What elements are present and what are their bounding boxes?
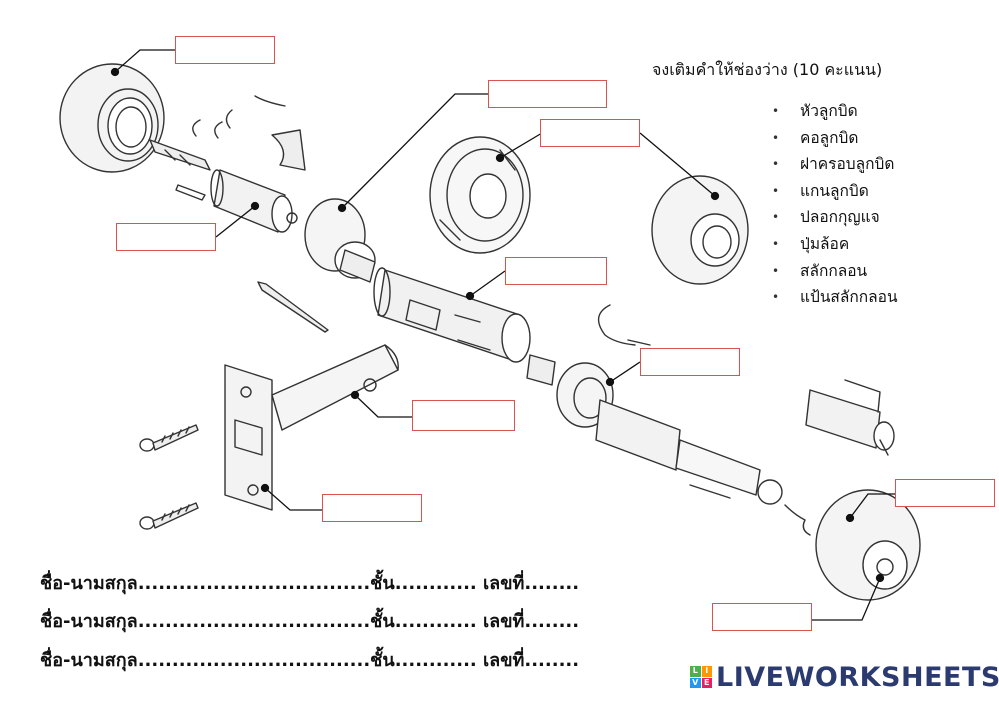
word-bank: • หัวลูกบิด • คอลูกบิด • ฝาครอบลูกบิด • แกนล…	[772, 98, 898, 311]
liveworksheets-logo-icon: L I V E	[690, 666, 712, 688]
screw-bottom-illustration	[139, 502, 199, 530]
word-bank-label: ปลอกกุญแจ	[800, 208, 880, 227]
answer-box-2[interactable]	[488, 80, 607, 108]
word-bank-label: แป้นสลักกลอน	[800, 288, 898, 307]
answer-input-3[interactable]	[541, 120, 639, 146]
word-bank-label: หัวลูกบิด	[800, 102, 858, 120]
answer-box-5[interactable]	[505, 257, 607, 285]
bullet-icon: •	[772, 157, 780, 172]
answer-input-5[interactable]	[506, 258, 606, 284]
word-bank-item: • แป้นสลักกลอน	[772, 284, 898, 311]
answer-box-3[interactable]	[540, 119, 640, 147]
logo-letter-i: I	[701, 666, 712, 677]
latch-illustration	[224, 344, 399, 511]
answer-input-10[interactable]	[713, 604, 811, 630]
word-bank-label: ปุ่มล้อค	[800, 234, 850, 253]
word-bank-item: • คอลูกบิด	[772, 125, 898, 152]
answer-input-4[interactable]	[117, 224, 215, 250]
leader-lines	[110, 49, 895, 621]
word-bank-item: • สลักกลอน	[772, 258, 898, 285]
logo-letter-v: V	[690, 677, 701, 688]
chassis-illustration	[373, 267, 531, 363]
word-bank-item: • หัวลูกบิด	[772, 98, 898, 125]
logo-letter-e: E	[701, 677, 712, 688]
answer-box-9[interactable]	[895, 479, 995, 507]
bullet-icon: •	[772, 290, 780, 305]
word-bank-item: • ปุ่มล้อค	[772, 231, 898, 258]
answer-input-8[interactable]	[323, 495, 421, 521]
right-rose-illustration	[651, 175, 749, 285]
answer-box-7[interactable]	[412, 400, 515, 431]
word-bank-item: • ปลอกกุญแจ	[772, 204, 898, 231]
bullet-icon: •	[772, 130, 780, 145]
right-cylinder-illustration	[805, 379, 895, 456]
right-knob-illustration	[815, 489, 921, 601]
bullet-icon: •	[772, 210, 780, 225]
logo-letter-l: L	[690, 666, 701, 677]
word-bank-item: • ฝาครอบลูกบิด	[772, 151, 898, 178]
answer-input-9[interactable]	[896, 480, 994, 506]
answer-box-8[interactable]	[322, 494, 422, 522]
answer-input-2[interactable]	[489, 81, 606, 107]
screw-top-illustration	[139, 424, 199, 452]
answer-box-6[interactable]	[640, 348, 740, 376]
answer-box-1[interactable]	[175, 36, 275, 64]
answer-box-10[interactable]	[712, 603, 812, 631]
bullet-icon: •	[772, 263, 780, 278]
answer-input-6[interactable]	[641, 349, 739, 375]
word-bank-label: แกนลูกบิด	[800, 181, 869, 200]
answer-box-4[interactable]	[116, 223, 216, 251]
answer-input-1[interactable]	[176, 37, 274, 63]
cover-plate-illustration	[429, 136, 531, 254]
word-bank-label: ฝาครอบลูกบิด	[800, 155, 895, 174]
brand-name: LIVEWORKSHEETS	[716, 661, 999, 693]
left-cylinder-illustration	[210, 169, 298, 233]
left-knob-illustration	[59, 63, 165, 173]
bullet-icon: •	[772, 104, 780, 118]
liveworksheets-brand: L I V E LIVEWORKSHEETS	[690, 660, 999, 694]
rose-ring-illustration	[304, 198, 376, 283]
student-info-line-2: ชื่อ-นามสกุล............................…	[40, 611, 580, 632]
spindle-illustration	[149, 139, 211, 201]
word-bank-label: คอลูกบิด	[800, 128, 859, 147]
right-spindle-illustration	[595, 399, 811, 536]
instructions-text: จงเติมคำให้ช่องว่าง (10 คะแนน)	[652, 60, 883, 79]
student-info-line-1: ชื่อ-นามสกุล............................…	[40, 573, 580, 594]
word-bank-item: • แกนลูกบิด	[772, 178, 898, 205]
word-bank-label: สลักกลอน	[800, 261, 868, 280]
answer-input-7[interactable]	[413, 401, 514, 430]
student-info-line-3: ชื่อ-นามสกุล............................…	[40, 650, 580, 671]
bullet-icon: •	[772, 236, 780, 251]
bullet-icon: •	[772, 183, 780, 198]
